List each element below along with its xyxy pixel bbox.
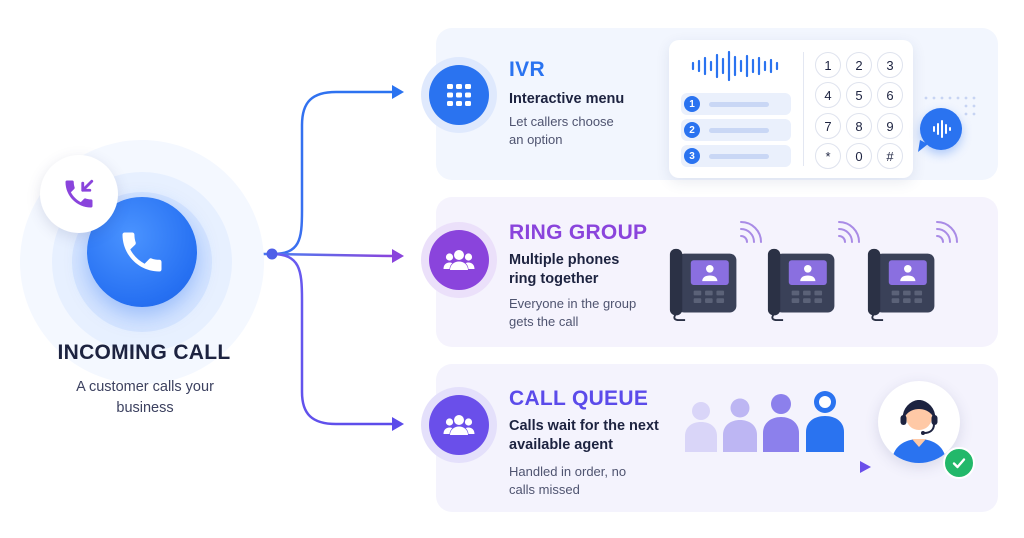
group-icon bbox=[443, 415, 475, 435]
keypad-key: 0 bbox=[846, 143, 872, 169]
keypad-key: # bbox=[877, 143, 903, 169]
menu-option-number: 3 bbox=[684, 148, 700, 164]
ringing-waves-icon bbox=[838, 221, 860, 243]
ring-group-headline: Multiple phones ring together bbox=[509, 252, 620, 287]
keypad-grid-icon bbox=[447, 84, 471, 106]
call-queue-headline: Calls wait for the next available agent bbox=[509, 418, 659, 453]
keypad-key: * bbox=[815, 143, 841, 169]
phone-handset-icon bbox=[122, 232, 162, 272]
menu-option-number: 2 bbox=[684, 122, 700, 138]
keypad-key: 9 bbox=[877, 113, 903, 139]
agent-avatar bbox=[878, 381, 960, 463]
desk-phone-icon bbox=[867, 248, 935, 322]
menu-option-line bbox=[709, 128, 769, 133]
dot-pattern bbox=[924, 96, 976, 116]
call-queue-description: Handled in order, no calls missed bbox=[509, 464, 627, 497]
queued-caller-icon bbox=[723, 398, 757, 452]
menu-option-line bbox=[709, 154, 769, 159]
checkmark-icon bbox=[952, 458, 966, 469]
group-icon bbox=[443, 250, 475, 270]
incoming-call-subtitle: A customer calls your business bbox=[76, 379, 214, 416]
ringing-waves-icon bbox=[936, 221, 958, 243]
panel-divider bbox=[803, 52, 804, 166]
keypad-key: 6 bbox=[877, 82, 903, 108]
queue-flow-arrow bbox=[678, 461, 871, 473]
menu-option-2: 2 bbox=[681, 119, 791, 141]
queued-caller-icon bbox=[763, 394, 799, 452]
call-queue-title: CALL QUEUE bbox=[509, 387, 649, 410]
support-agent-icon bbox=[892, 400, 946, 463]
keypad-key: 1 bbox=[815, 52, 841, 78]
ivr-description: Let callers choose an option bbox=[509, 114, 614, 147]
keypad-key: 5 bbox=[846, 82, 872, 108]
ivr-title: IVR bbox=[509, 58, 545, 81]
incoming-call-title: INCOMING CALL bbox=[57, 341, 231, 364]
desk-phone-icon bbox=[669, 248, 737, 322]
agent-available-badge bbox=[943, 447, 975, 479]
voice-chat-bubble bbox=[920, 108, 962, 150]
keypad-key: 4 bbox=[815, 82, 841, 108]
menu-option-line bbox=[709, 102, 769, 107]
call-queue-icon-circle bbox=[429, 395, 489, 455]
menu-option-3: 3 bbox=[681, 145, 791, 167]
queued-caller-icon bbox=[685, 402, 717, 452]
voice-waveform-icon bbox=[691, 50, 779, 82]
ring-group-title: RING GROUP bbox=[509, 221, 648, 244]
incoming-call-icon bbox=[65, 179, 94, 208]
incoming-call-badge bbox=[40, 155, 118, 233]
ivr-headline: Interactive menu bbox=[509, 91, 625, 107]
ivr-icon-circle bbox=[429, 65, 489, 125]
ring-group-icon-circle bbox=[429, 230, 489, 290]
chat-bubble-tail bbox=[918, 140, 928, 152]
next-caller-icon bbox=[806, 391, 844, 452]
voice-wave-icon bbox=[933, 120, 951, 138]
desk-phone-icon bbox=[767, 248, 835, 322]
menu-option-1: 1 bbox=[681, 93, 791, 115]
menu-option-number: 1 bbox=[684, 96, 700, 112]
keypad-key: 7 bbox=[815, 113, 841, 139]
ringing-waves-icon bbox=[740, 221, 762, 243]
keypad-key: 2 bbox=[846, 52, 872, 78]
keypad-key: 3 bbox=[877, 52, 903, 78]
ring-group-description: Everyone in the group gets the call bbox=[509, 296, 637, 329]
keypad-key: 8 bbox=[846, 113, 872, 139]
